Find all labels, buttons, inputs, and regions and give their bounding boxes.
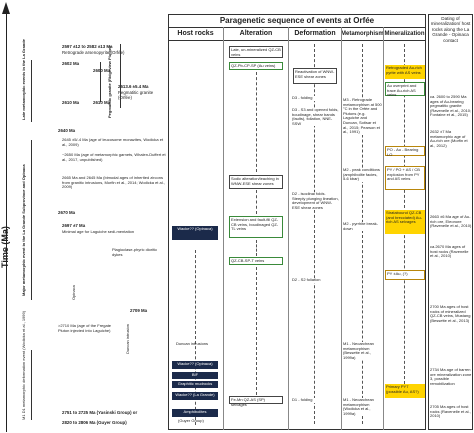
tick-label: 2602 Ma xyxy=(62,61,80,66)
host-rock-range xyxy=(195,250,196,425)
tick-label: 2600 Ma xyxy=(93,68,111,73)
dating-entry: 2705 Ma ages of host rocks (Ravenelle et… xyxy=(430,404,471,419)
deformation-d3-folding: D3 - folding xyxy=(292,95,340,101)
deformation-d2-foliation: D2 - S2 foliation xyxy=(292,277,340,283)
time-axis-line xyxy=(6,14,7,432)
date-label: 2697 ±7 Ma xyxy=(62,223,86,228)
time-axis-label: Time (Ma) xyxy=(0,226,10,268)
header-rule xyxy=(168,27,426,28)
event-label-ridgeview: Pegmatitic granite (Ridgeview Pluton) xyxy=(107,46,112,118)
range-bracket xyxy=(120,44,121,108)
host-rock-bif: BIF xyxy=(172,372,218,379)
column-divider xyxy=(223,27,224,430)
date-label: 2665 Ma and 2645 Ma (bimodal ages of inh… xyxy=(62,175,165,190)
date-label: 2751 to 2725 Ma (Yasinski Group) or xyxy=(62,410,138,415)
dating-entry: 2700 Ma ages of host rocks of mineralize… xyxy=(430,304,471,323)
date-label: Pegmatitic granite (Orfée) xyxy=(118,90,154,100)
metamorphism-range xyxy=(362,44,363,424)
date-label: 2597 ±12 to 2582 ±13 Ma xyxy=(62,44,113,49)
column-divider xyxy=(288,27,289,430)
alteration-sodic: Sodic alteration/leaching in WNW-ESE she… xyxy=(229,175,283,189)
event-label-late-metamorphic: Late metamorphic events in the La Grande xyxy=(21,39,26,120)
subheader-rule xyxy=(168,40,426,41)
metamorphism-header: Metamorphism xyxy=(341,31,384,37)
event-label-major-metamorphic: Major metamorphic event in the La Grande… xyxy=(21,164,26,296)
dating-entry: ca. 2600 to 2590 Ma ages of Au-bearing p… xyxy=(430,94,472,118)
range-bracket xyxy=(31,350,32,420)
dating-entry: ca.2670 Ma ages of host rocks (Ravenelle… xyxy=(430,244,469,259)
alteration-qz-cb-veins: QZ-CB-SP-T veins xyxy=(229,257,283,265)
mineralization-au-overprint: Au overprint and trace Au-rich AS veins xyxy=(385,82,425,97)
host-rock-wacke-opinaca-2: Wacke?? (Opinaca) xyxy=(172,361,218,369)
alteration-range xyxy=(256,190,257,214)
deformation-d3-foliation: D3 - S3 and opened folds, boudinage, she… xyxy=(292,107,340,127)
date-label: 2670 Ma xyxy=(58,210,76,215)
deformation-d1-folding: D1 - folding xyxy=(292,397,340,403)
metamorphism-m1-a: M1 - Neoarchean metamorphism (Bessette e… xyxy=(343,341,382,361)
event-label-m1-d1: M1 D1 metamorphic deformation event (Wod… xyxy=(21,310,26,420)
range-bracket xyxy=(31,60,32,122)
column-divider xyxy=(383,27,384,430)
date-label: 2645 ±5/-4 Ma (age of leucosome monazite… xyxy=(62,137,164,147)
metamorphism-m1-b: M1 - Neoarchean metamorphism (Wodicka et… xyxy=(343,397,382,417)
event-label-opinaca: Opinaca xyxy=(71,285,76,300)
dating-header: Dating of mineralization/ host rocks alo… xyxy=(430,16,471,43)
time-axis-arrowhead-icon xyxy=(2,2,10,14)
mineralization-stratabound: Stratabound QZ-CB (and brecciated) Au-ri… xyxy=(385,210,425,234)
dating-entry: 2663 ±6 Ma age of Au-rich ore, Eleonore … xyxy=(430,214,472,229)
date-label: Minimal age for Laguiche sedi-mentation xyxy=(62,229,135,234)
alteration-range xyxy=(256,72,257,172)
alteration-range xyxy=(256,267,257,395)
deformation-header: Deformation xyxy=(294,30,336,37)
dating-frame xyxy=(428,14,473,430)
host-rock-amphibolites: Amphibolites xyxy=(172,409,218,417)
alteration-range xyxy=(256,240,257,256)
host-rocks-header: Host rocks xyxy=(177,30,214,37)
host-rock-wacke-lagrande: Wacke?? (La Grande) xyxy=(172,392,218,400)
metamorphism-m2-peak: M2 - peak conditions (amphibolite facies… xyxy=(343,167,382,182)
date-label: ~2650 Ma (age of metamorphic garnets, Wh… xyxy=(62,152,166,162)
host-rock-duncan-label: Duncan intrusions xyxy=(176,341,209,346)
alteration-selvages: Fe-Mn QZ-AS (SP) selvages xyxy=(229,396,283,406)
date-label: >2710 Ma (age of the Fregate Pluton inje… xyxy=(58,323,112,333)
mineralization-po-au: PO - Au - Bearing LO xyxy=(385,146,425,156)
paragenetic-frame xyxy=(168,14,426,430)
mineralization-primary-py: Primary PY7 (possible Au, AS?) xyxy=(385,384,425,398)
date-label: 2820 to 2806 Ma (Guyer Group) xyxy=(62,420,127,425)
date-label: 2640 Ma xyxy=(58,128,76,133)
host-rock-graphitic: Graphitic mudrocks xyxy=(172,381,218,388)
tick-label: 2610 Ma xyxy=(62,100,80,105)
paragenetic-header: Paragenetic sequence of events at Orfée xyxy=(219,16,375,25)
date-label: 2613.6 ±5.4 Ma xyxy=(118,84,149,89)
deformation-reactivation: Reactivation of WNW-ESE shear zones xyxy=(293,68,337,84)
metamorphism-m3: M3 - Retrograde metamorphism at 500 °C i… xyxy=(343,97,382,135)
date-label: Plagioclase-phyric dioritic dykes xyxy=(112,247,158,257)
alteration-header: Alteration xyxy=(239,30,273,37)
mineralization-py-au: PY ±Au, (?) xyxy=(385,270,425,280)
date-label: Retrograde arsenopyrite (Orfée) xyxy=(62,50,125,55)
alteration-extension-veins: Extension and fault-fill QZ-CB veins, bo… xyxy=(229,216,283,238)
event-label-duncan: Duncan intrusion xyxy=(125,323,130,354)
range-bracket xyxy=(100,62,101,102)
column-divider xyxy=(341,27,342,430)
mineralization-retrograded: Retrograded Au-rich pyrite with AS veins xyxy=(385,65,425,79)
mineralization-py-po: PY / PO + AS / CB explosion from PY and … xyxy=(385,166,425,190)
host-rock-guyer-label: (Guyer Group) xyxy=(178,418,204,423)
dating-entry: 2632 ±7 Ma metamorphic age of Au-rich or… xyxy=(430,129,468,148)
host-rock-wacke-opinaca: Wacke?? (Opinaca) xyxy=(172,226,218,240)
metamorphism-m2-pyrrhite: M2 - pyrrhite break-down xyxy=(343,221,382,232)
alteration-au-veins: QZ-Pb-CP-SP (Au veins) xyxy=(229,62,283,70)
deformation-d2-folds: D2 - isoclinal folds. Steeply plunging l… xyxy=(292,191,340,211)
tick-label: 2610 Ma xyxy=(93,100,111,105)
deformation-range xyxy=(314,44,315,424)
date-label: 2709 Ma xyxy=(130,308,148,313)
dating-entry: 2734 Ma age of barren ore mineralization… xyxy=(430,367,472,386)
mineralization-header: Mineralization xyxy=(384,31,425,37)
range-bracket xyxy=(31,140,32,300)
alteration-late-veins: Late, un-mineralized QZ-CB veins xyxy=(229,46,283,58)
